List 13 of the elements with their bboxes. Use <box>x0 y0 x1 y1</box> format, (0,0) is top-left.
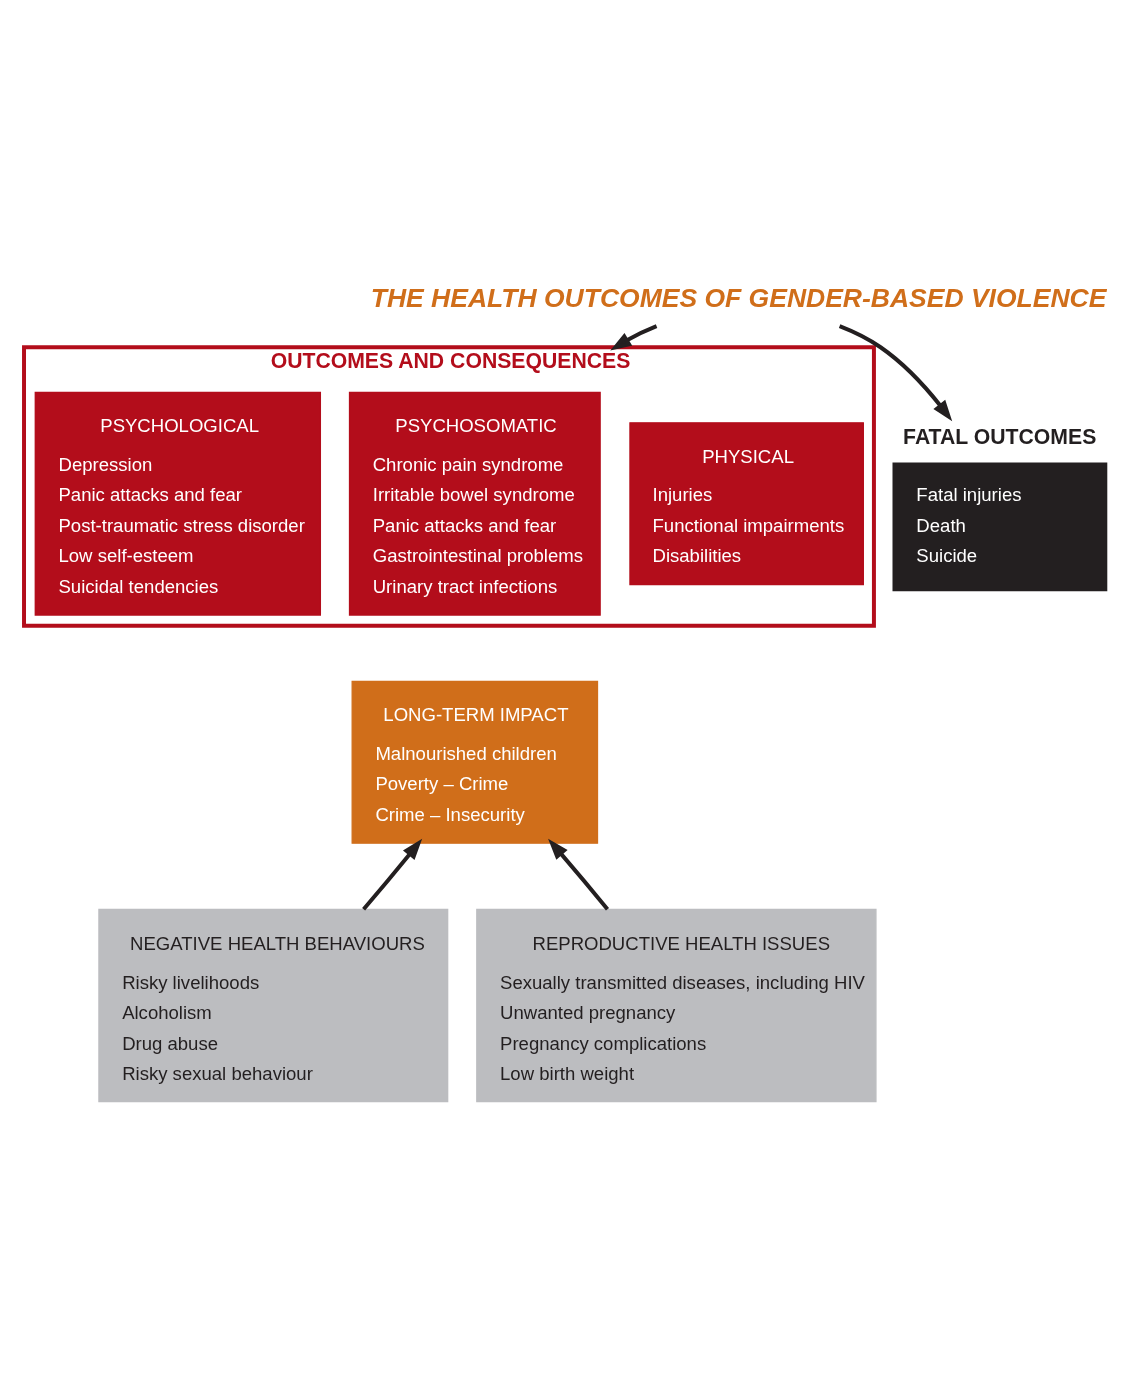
node-box: LONG-TERM IMPACT Malnourished children Poverty – Crime Crime – Insecurity <box>351 680 599 844</box>
node-box: NEGATIVE HEALTH BEHAVIOURS Risky livelihoods Alcoholism Drug abuse Risky sexual behaviour <box>98 908 449 1103</box>
arrow <box>362 838 423 911</box>
node-box: Fatal injuries Death Suicide <box>892 462 1108 592</box>
node-box: PSYCHOLOGICAL Depression Panic attacks and fear Post-traumatic stress disorder Low self-esteem Suicidal tendencies <box>34 391 322 616</box>
node-box: PSYCHOSOMATIC Chronic pain syndrome Irritable bowel syndrome Panic attacks and fear Gastrointestinal problems Urinary tract infections <box>348 391 601 616</box>
arrow <box>548 838 610 911</box>
node-box: PHYSICAL Injuries Functional impairments Disabilities <box>629 422 864 586</box>
node-box: REPRODUCTIVE HEALTH ISSUES Sexually transmitted diseases, including HIV Unwanted pregnancy Pregnancy complications Low birth weight <box>476 908 877 1103</box>
arrow <box>610 324 658 351</box>
arrow <box>838 324 953 422</box>
node-label: FATAL OUTCOMES <box>903 424 1097 448</box>
node-text: THE HEALTH OUTCOMES OF GENDER-BASED VIOLENCE <box>370 283 1107 314</box>
